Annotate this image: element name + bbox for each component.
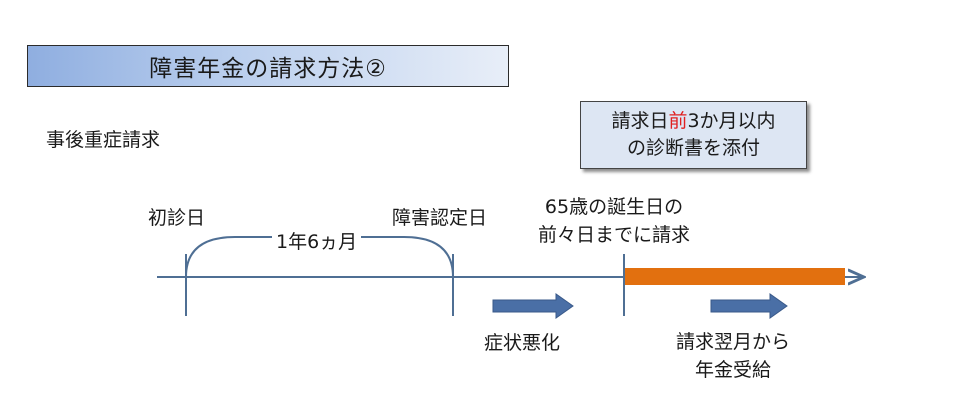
pension-period-bar [625,268,845,285]
label-claim-deadline: 65歳の誕生日の 前々日までに請求 [538,193,690,249]
payment-line-2: 年金受給 [695,359,772,381]
worsening-arrow [492,293,574,319]
payment-line-1: 請求翌月から [676,331,791,353]
note-line-2: の診断書を添付 [626,137,760,159]
payment-arrow [710,293,788,319]
label-pension-start: 請求翌月から 年金受給 [676,328,790,384]
label-period: 1年6ヵ月 [272,227,362,254]
page-title: 障害年金の請求方法② [27,45,509,87]
claim-line-2: 前々日までに請求 [538,224,691,246]
subtitle: 事後重症請求 [46,129,161,151]
label-worsening: 症状悪化 [484,332,561,354]
claim-line-1: 65歳の誕生日の [544,196,684,218]
page-title-text: 障害年金の請求方法② [149,56,387,82]
label-recognition-date: 障害認定日 [392,207,488,229]
label-first-visit: 初診日 [148,207,206,229]
note-highlight: 前 [668,110,688,132]
note-line-1: 請求日前3か月以内 [611,110,776,132]
diagnosis-note-box: 請求日前3か月以内 の診断書を添付 [580,101,807,169]
